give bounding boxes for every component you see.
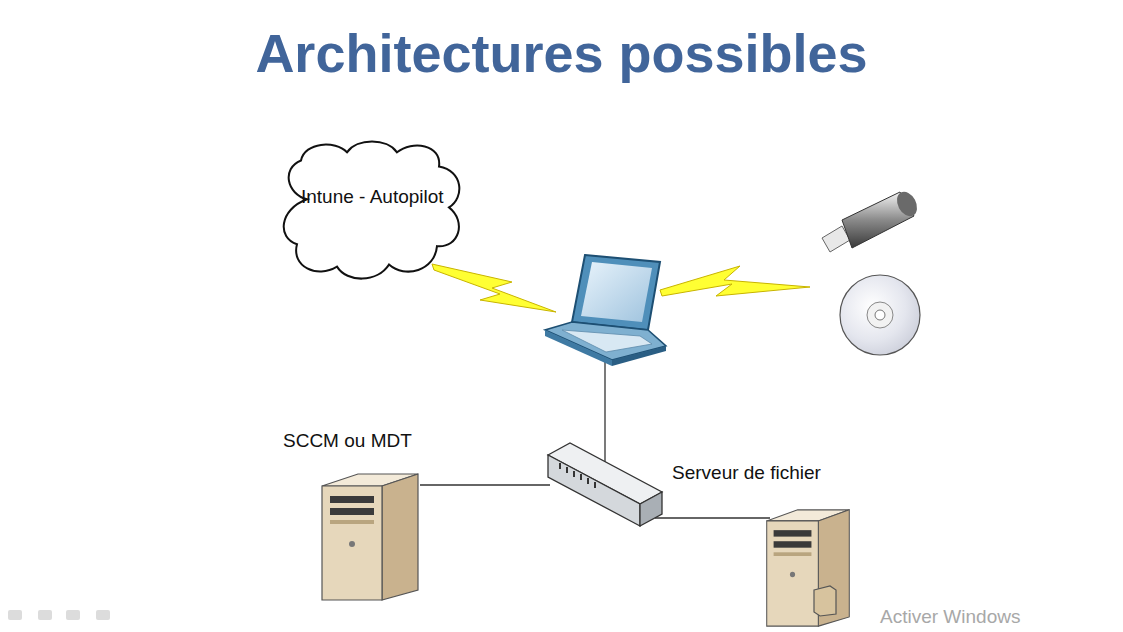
slide-title: Architectures possibles <box>0 22 1123 84</box>
server-icon <box>320 472 420 602</box>
network-switch-icon <box>548 443 662 526</box>
server-node: Serveur de fichier <box>672 462 862 628</box>
server-label: Serveur de fichier <box>672 462 821 484</box>
toolbar-icons <box>8 610 110 620</box>
cable <box>655 517 770 518</box>
cd-icon <box>840 275 920 355</box>
cable <box>604 358 605 478</box>
cloud-label: Intune - Autopilot <box>301 186 444 208</box>
cloud-node: Intune - Autopilot <box>277 138 467 286</box>
cable <box>420 484 550 485</box>
usb-stick-icon <box>822 188 921 252</box>
wireless-bolt <box>432 264 556 312</box>
server-label: SCCM ou MDT <box>283 430 412 452</box>
server-node: SCCM ou MDT <box>283 430 423 605</box>
wireless-bolt <box>660 266 810 296</box>
watermark: Activer Windows <box>880 606 1020 628</box>
server-icon <box>765 508 851 628</box>
laptop-icon <box>545 255 666 366</box>
